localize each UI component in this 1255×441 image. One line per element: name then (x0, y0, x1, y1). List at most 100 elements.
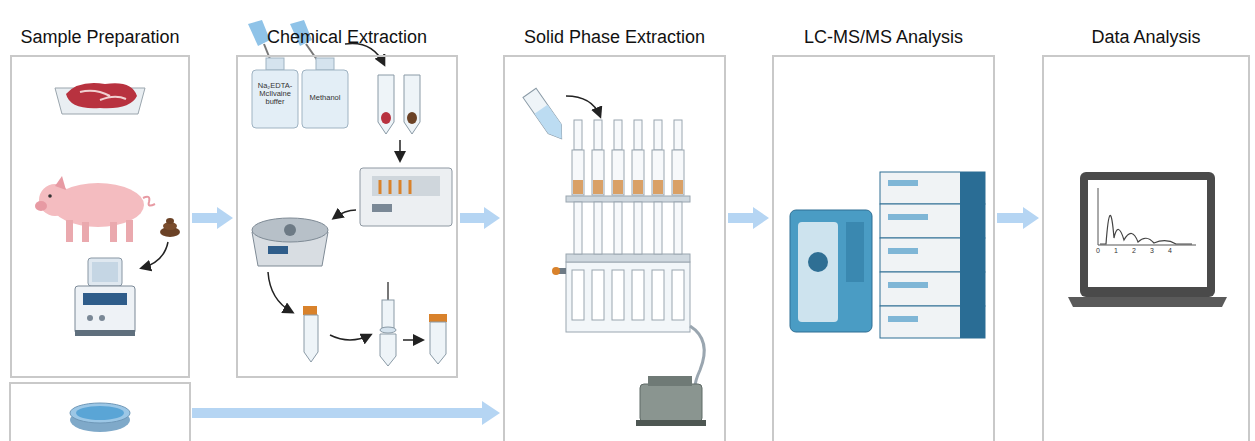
pig (39, 184, 71, 216)
centrifuge (268, 246, 288, 254)
vacuum-pump (648, 376, 692, 386)
feces (160, 218, 180, 237)
lc-ms-instrument (880, 238, 985, 272)
laptop (1068, 172, 1227, 307)
spe-manifold (594, 202, 602, 254)
lc-ms-instrument (960, 238, 985, 272)
lc-ms-instrument (888, 248, 918, 254)
pig (82, 222, 89, 242)
water-arrow (192, 408, 482, 418)
stage-panel: Sample Preparation (10, 55, 190, 378)
axis-tick: 1 (1111, 247, 1121, 254)
lc-ms-instrument (808, 252, 828, 272)
filtration (382, 300, 394, 328)
spe-manifold (566, 262, 690, 332)
extract-tube (523, 88, 568, 143)
flow-arrow (142, 242, 168, 268)
laptop (1098, 245, 1196, 246)
water-panel (10, 383, 190, 441)
spe-manifold (652, 270, 664, 320)
water-arrow (192, 401, 500, 425)
spe-manifold (672, 270, 684, 320)
spe-manifold (566, 196, 690, 202)
stage-heading: LC-MS/MS Analysis (744, 27, 1023, 48)
spe-manifold (654, 120, 662, 150)
spe-manifold (653, 180, 663, 194)
spe-manifold (654, 202, 662, 254)
axis-tick: 2 (1129, 247, 1139, 254)
filtration (429, 314, 447, 322)
laptop (1098, 188, 1099, 245)
centrifuge (252, 218, 328, 242)
water-panel (10, 383, 190, 441)
lc-ms-instrument (888, 282, 928, 288)
spe-manifold (614, 120, 622, 150)
pig (110, 222, 117, 242)
pipettes (248, 20, 270, 46)
flow-arrow (728, 207, 769, 229)
laptop (1088, 180, 1207, 287)
laptop (1068, 297, 1227, 307)
spe-manifold (632, 270, 644, 320)
shaker (399, 180, 402, 194)
reagent-bottles (316, 58, 334, 70)
spe-manifold (634, 120, 642, 150)
flow-arrow (997, 207, 1039, 229)
spe-manifold (593, 180, 603, 194)
extract-tube (534, 105, 568, 144)
centrifuge (252, 218, 328, 266)
pig (35, 176, 155, 242)
water-panel (70, 403, 130, 423)
lc-ms-instrument (960, 172, 985, 338)
freeze-dryer (75, 330, 135, 336)
sample-tubes (381, 112, 391, 124)
sample-tubes (378, 75, 394, 134)
freeze-dryer (83, 293, 127, 305)
pig (35, 201, 47, 211)
extract-tube (523, 88, 568, 143)
bottle-label: Methanol (303, 94, 347, 102)
spe-manifold (592, 150, 604, 195)
freeze-dryer (87, 315, 93, 321)
sample-tubes (404, 75, 420, 134)
spe-manifold (613, 180, 623, 194)
lc-ms-instrument (888, 316, 918, 322)
flow-arrow (460, 207, 500, 229)
flow-arrow (192, 207, 233, 229)
meat-tray (80, 91, 126, 100)
sample-tubes (407, 112, 417, 124)
meat-tray (66, 83, 137, 108)
spe-manifold (573, 180, 583, 194)
lc-ms-instrument (880, 204, 985, 238)
flow-arrow (268, 272, 292, 312)
lc-ms-instrument (798, 222, 838, 322)
flow-arrow (566, 96, 600, 116)
spe-manifold (572, 150, 584, 195)
lc-ms-instrument (880, 172, 985, 338)
spe-manifold (634, 202, 642, 254)
lc-ms-instrument (960, 306, 985, 338)
lc-ms-instrument (888, 180, 918, 186)
spe-manifold (566, 254, 690, 262)
pig (66, 220, 73, 242)
vacuum-pump (636, 420, 706, 426)
bottle-label: Na₂EDTA-McIlvaine buffer (253, 82, 297, 106)
stage-panel: LC-MS/MS Analysis (772, 55, 995, 441)
stage-heading: Sample Preparation (0, 27, 218, 48)
vacuum-pump (636, 376, 706, 426)
lc-ms-instrument (790, 172, 985, 338)
spe-manifold (614, 202, 622, 254)
feces (166, 218, 174, 224)
lc-ms-instrument (960, 272, 985, 306)
pig (143, 197, 155, 206)
stage-panel: Data Analysis (1042, 55, 1250, 441)
filtration (303, 306, 317, 315)
stage-heading: Solid Phase Extraction (475, 27, 754, 48)
lc-ms-instrument (846, 222, 864, 282)
shaker (360, 168, 452, 226)
axis-tick: 4 (1165, 247, 1175, 254)
lc-ms-instrument (960, 172, 985, 204)
filtration (304, 315, 318, 362)
stage-panel: Solid Phase Extraction (503, 55, 726, 441)
shaker (372, 204, 392, 212)
